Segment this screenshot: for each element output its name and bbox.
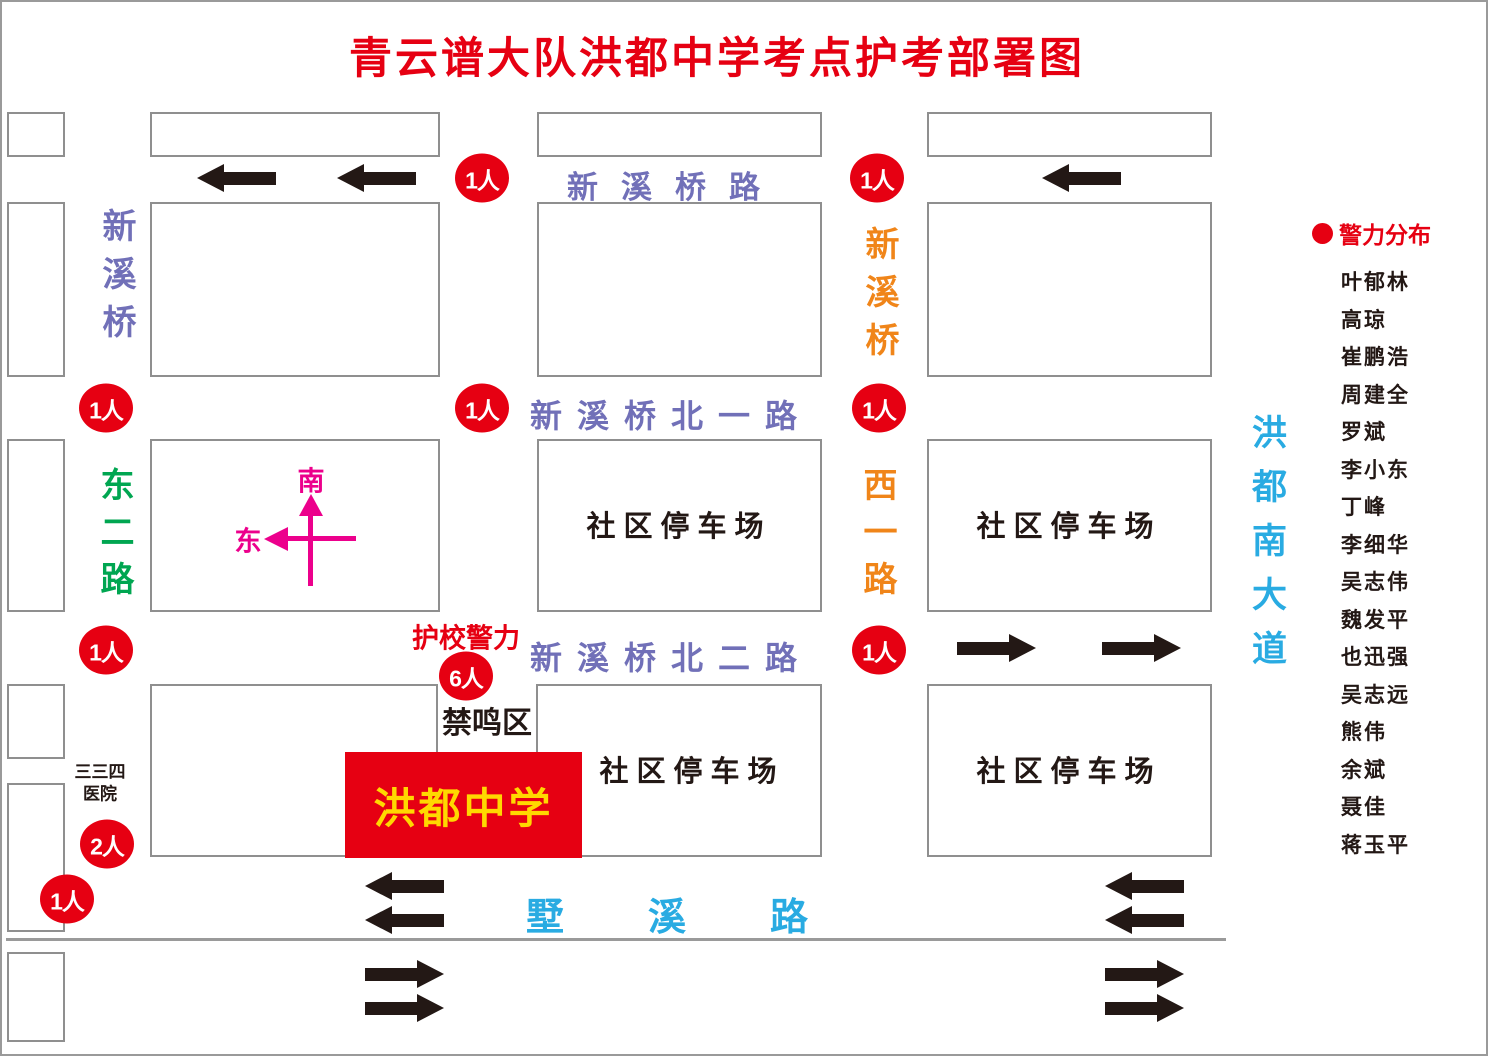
police-count-badge: 1人: [852, 625, 906, 675]
road-label-xinxiqiao-road: 新溪桥路: [567, 170, 783, 205]
traffic-arrow-right-icon: [1102, 634, 1181, 662]
city-block: [537, 202, 822, 377]
city-block: [7, 112, 65, 157]
police-count-badge: 1人: [850, 153, 904, 203]
no-horn-zone-label: 禁鸣区: [442, 707, 532, 740]
red-dot-icon: [1312, 222, 1333, 244]
hospital-label: 医院: [83, 784, 117, 804]
police-officer-name: 李小东: [1341, 458, 1410, 482]
traffic-arrow-right-icon: [1105, 994, 1184, 1022]
city-block: [927, 112, 1212, 157]
parking-block: [537, 439, 822, 612]
compass-east-label: 东: [234, 526, 262, 557]
traffic-arrow-left-icon: [1105, 872, 1184, 900]
road-label-xinxiqiao-north-2: 新溪桥北二路: [530, 640, 813, 676]
police-officer-name: 蒋玉平: [1341, 833, 1410, 857]
city-block: [7, 439, 65, 612]
police-officer-name: 余斌: [1341, 758, 1387, 782]
police-officer-name: 聂佳: [1341, 796, 1387, 819]
compass-horizontal-line: [288, 536, 356, 541]
parking-block: [927, 684, 1212, 857]
city-block: [150, 439, 440, 612]
traffic-arrow-left-icon: [337, 164, 416, 192]
city-block: [537, 112, 822, 157]
traffic-arrow-left-icon: [197, 164, 276, 192]
police-count-badge: 1人: [852, 383, 906, 433]
police-count-badge: 1人: [79, 383, 133, 433]
police-count-badge: 2人: [80, 819, 134, 869]
compass-arrow-left-icon: [264, 527, 288, 551]
city-block: [150, 112, 440, 157]
parking-block: [927, 439, 1212, 612]
police-count-badge: 1人: [40, 874, 94, 924]
police-officer-name: 吴志伟: [1341, 571, 1410, 594]
police-count-badge: 1人: [455, 383, 509, 433]
compass-south-label: 南: [297, 466, 325, 497]
legend-police-distribution: 警力分布 叶郁林 高琼 崔鹏浩 周建全 罗斌 李小东 丁峰 李细华 吴志伟 魏发…: [1312, 216, 1486, 864]
road-label-xinxiqiao-mid: 新溪桥: [860, 226, 898, 370]
parking-lot-label: 社区停车场: [976, 756, 1162, 788]
road-label-shuxi-road: 墅溪路: [526, 897, 893, 939]
parking-lot-label: 社区停车场: [586, 511, 772, 543]
police-officer-name: 李细华: [1341, 533, 1410, 557]
police-count-badge: 1人: [455, 153, 509, 203]
city-block: [7, 202, 65, 377]
traffic-arrow-left-icon: [1042, 164, 1121, 192]
school-block-hongdu-middle-school: 洪都中学: [345, 752, 582, 858]
police-officer-name: 崔鹏浩: [1341, 346, 1410, 369]
traffic-arrow-right-icon: [1105, 960, 1184, 988]
traffic-arrow-right-icon: [957, 634, 1036, 662]
police-officer-name: 罗斌: [1341, 421, 1387, 444]
legend-title: 警力分布: [1339, 222, 1431, 248]
parking-lot-label: 社区停车场: [599, 756, 785, 788]
road-label-xinxiqiao-north-1: 新溪桥北一路: [530, 398, 813, 434]
parking-block: [536, 684, 822, 857]
traffic-arrow-left-icon: [1105, 906, 1184, 934]
city-block: [927, 202, 1212, 377]
police-count-badge-school: 6人: [439, 651, 493, 701]
escort-force-label: 护校警力: [412, 623, 520, 654]
page-title: 青云谱大队洪都中学考点护考部署图: [349, 35, 1085, 83]
parking-lot-label: 社区停车场: [976, 511, 1162, 543]
police-officer-name: 周建全: [1341, 383, 1410, 407]
police-officer-name: 魏发平: [1341, 608, 1410, 632]
police-count-badge: 1人: [79, 625, 133, 675]
city-block: [150, 202, 440, 377]
road-label-xinxiqiao-west: 新溪桥: [97, 208, 135, 352]
police-officer-name: 也迅强: [1341, 646, 1410, 669]
traffic-arrow-left-icon: [365, 872, 444, 900]
police-officer-name: 高琼: [1341, 308, 1387, 332]
traffic-arrow-right-icon: [365, 960, 444, 988]
road-label-hongdu-south-avenue: 洪都南大道: [1247, 414, 1286, 684]
compass-arrow-up-icon: [299, 494, 323, 516]
traffic-arrow-right-icon: [365, 994, 444, 1022]
city-block: [7, 952, 65, 1042]
road-label-xi-yi-road: 西一路: [858, 467, 896, 608]
police-officer-name: 吴志远: [1341, 683, 1410, 707]
police-officer-name: 熊伟: [1341, 721, 1387, 744]
city-block: [7, 684, 65, 759]
compass-vertical-line: [308, 514, 313, 586]
police-officer-name: 丁峰: [1341, 496, 1387, 519]
road-divider-line: [6, 938, 1226, 941]
traffic-arrow-left-icon: [365, 906, 444, 934]
hospital-label: 三三四: [74, 762, 126, 782]
city-block: [7, 783, 65, 932]
road-label-dong-er-road: 东二路: [95, 467, 133, 608]
police-officer-name: 叶郁林: [1341, 271, 1410, 294]
